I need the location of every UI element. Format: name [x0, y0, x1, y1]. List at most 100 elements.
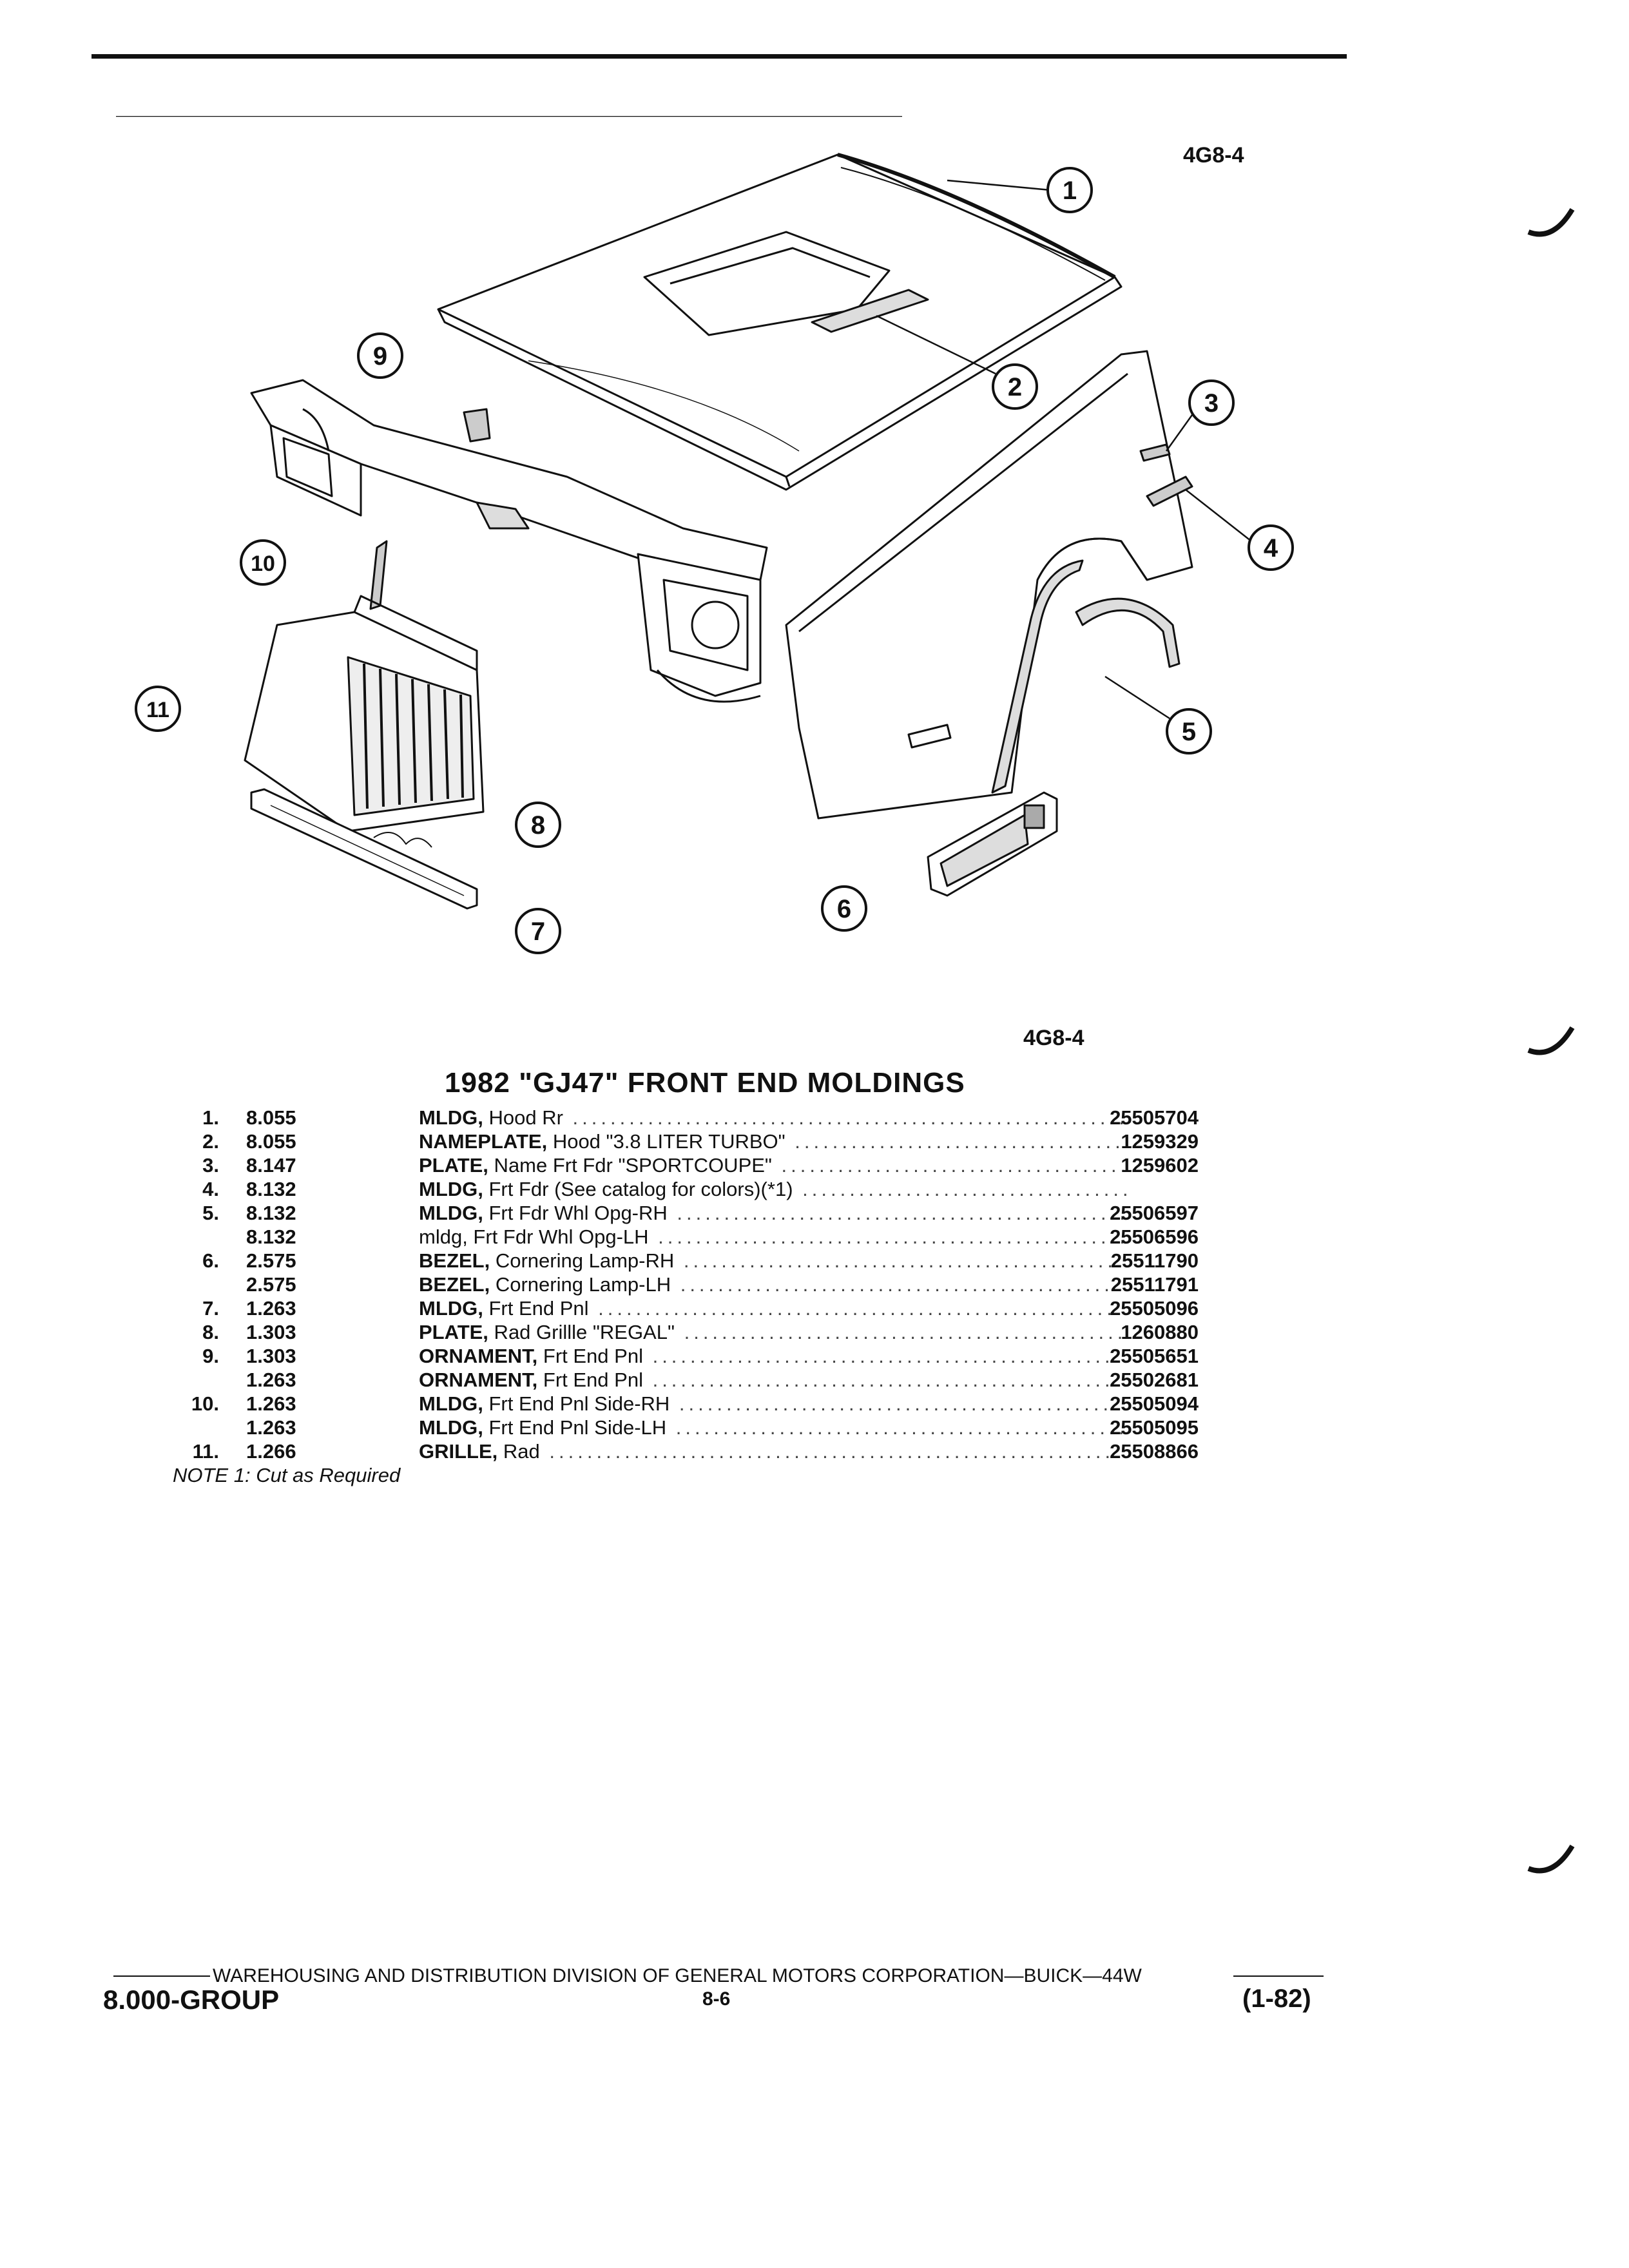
- part-description: MLDG, Frt End Pnl Side-RH ..............…: [419, 1392, 1128, 1416]
- svg-text:5: 5: [1182, 718, 1196, 746]
- svg-text:1: 1: [1063, 177, 1077, 205]
- part-description: MLDG, Frt End Pnl Side-LH ..............…: [419, 1416, 1128, 1439]
- part-detail: Hood Rr: [483, 1106, 563, 1129]
- part-detail: Rad Grillle "REGAL": [488, 1321, 675, 1343]
- group-number: 8.147: [246, 1154, 296, 1177]
- part-description: GRILLE, Rad ............................…: [419, 1439, 1128, 1463]
- page-title: 1982 "GJ47" FRONT END MOLDINGS: [445, 1067, 965, 1099]
- part-description: PLATE, Name Frt Fdr "SPORTCOUPE" .......…: [419, 1153, 1128, 1177]
- part-detail: Rad: [497, 1440, 540, 1463]
- part-detail: Name Frt Fdr "SPORTCOUPE": [488, 1154, 772, 1177]
- part-detail: Frt End Pnl: [537, 1369, 643, 1391]
- part-name: ORNAMENT,: [419, 1345, 538, 1367]
- callout-1: 1: [1046, 167, 1093, 213]
- part-detail: Cornering Lamp-RH: [490, 1249, 675, 1272]
- callout-10: 10: [240, 539, 286, 586]
- group-number: 1.263: [246, 1392, 296, 1415]
- parts-row: 6. 2.575 BEZEL, Cornering Lamp-RH ........…: [174, 1249, 1205, 1273]
- part-number: 25506596: [1110, 1225, 1199, 1248]
- footer-rule-right: [1233, 1975, 1324, 1977]
- footer-group: 8.000-GROUP: [103, 1984, 280, 2015]
- item-number: 8.: [202, 1321, 219, 1343]
- part-description: PLATE, Rad Grillle "REGAL" .............…: [419, 1320, 1128, 1344]
- dot-leader: ........................................…: [680, 1273, 1128, 1296]
- group-number: 2.575: [246, 1249, 296, 1272]
- dot-leader: ........................................…: [563, 1106, 1128, 1129]
- binder-mark-1: [1527, 207, 1575, 237]
- dot-leader: ........................................…: [679, 1392, 1128, 1415]
- grille-plate-drawing: [373, 832, 432, 848]
- part-detail: Frt End Pnl Side-LH: [483, 1416, 667, 1439]
- item-number: 1.: [202, 1106, 219, 1129]
- part-description: ORNAMENT, Frt End Pnl ..................…: [419, 1368, 1128, 1392]
- part-number: 1259602: [1121, 1154, 1199, 1177]
- callout-9: 9: [357, 332, 403, 379]
- part-detail: mldg, Frt Fdr Whl Opg-LH: [419, 1225, 649, 1248]
- part-number: 25506597: [1110, 1202, 1199, 1224]
- part-description: BEZEL, Cornering Lamp-LH ...............…: [419, 1273, 1128, 1296]
- parts-row: 8.132 mldg, Frt Fdr Whl Opg-LH ..........…: [174, 1225, 1205, 1249]
- part-description: BEZEL, Cornering Lamp-RH ...............…: [419, 1249, 1128, 1273]
- part-name: MLDG,: [419, 1106, 483, 1129]
- callout-4: 4: [1248, 524, 1294, 571]
- dot-leader: ........................................…: [684, 1321, 1128, 1343]
- footer-date: (1-82): [1242, 1984, 1311, 2013]
- dot-leader: ........................................…: [658, 1225, 1128, 1248]
- part-name: NAMEPLATE,: [419, 1130, 548, 1153]
- svg-text:6: 6: [837, 895, 851, 923]
- dot-leader: ........................................…: [802, 1178, 1128, 1200]
- front-end-illustration: 1200 x2="1275" y2="1180"/> 1 2 3 4 5 6 7…: [116, 116, 1294, 954]
- group-number: 1.266: [246, 1440, 296, 1463]
- dot-leader: ........................................…: [675, 1416, 1128, 1439]
- part-number: 25511791: [1110, 1273, 1199, 1296]
- part-detail: Frt Fdr Whl Opg-RH: [483, 1202, 668, 1224]
- part-detail: Frt End Pnl Side-RH: [483, 1392, 670, 1415]
- svg-text:7: 7: [531, 918, 545, 946]
- part-number: 1260880: [1121, 1321, 1199, 1343]
- part-description: MLDG, Frt Fdr (See catalog for colors)(*…: [419, 1177, 1128, 1201]
- part-name: BEZEL,: [419, 1273, 490, 1296]
- part-name: MLDG,: [419, 1392, 483, 1415]
- group-number: 1.303: [246, 1345, 296, 1367]
- figure-code-bottom: 4G8-4: [1023, 1026, 1084, 1050]
- parts-row: 1.263 ORNAMENT, Frt End Pnl .............…: [174, 1368, 1205, 1392]
- callout-3: 3: [1188, 380, 1235, 426]
- part-number: 25505704: [1110, 1106, 1199, 1129]
- part-number: 25502681: [1110, 1369, 1199, 1391]
- group-number: 1.263: [246, 1416, 296, 1439]
- item-number: 5.: [202, 1202, 219, 1224]
- part-description: mldg, Frt Fdr Whl Opg-LH ...............…: [419, 1225, 1128, 1249]
- top-rule: [92, 54, 1347, 59]
- group-number: 8.132: [246, 1202, 296, 1224]
- part-description: MLDG, Frt End Pnl ......................…: [419, 1296, 1128, 1320]
- footer-page-number: 8-6: [702, 1988, 731, 2010]
- part-number: 25508866: [1110, 1440, 1199, 1463]
- part-description: ORNAMENT, Frt End Pnl ..................…: [419, 1344, 1128, 1368]
- callout-7: 7: [515, 908, 561, 954]
- item-number: 6.: [202, 1249, 219, 1272]
- group-number: 1.263: [246, 1369, 296, 1391]
- part-name: PLATE,: [419, 1154, 488, 1177]
- part-detail: Hood "3.8 LITER TURBO": [547, 1130, 786, 1153]
- dot-leader: ........................................…: [588, 1297, 1128, 1320]
- item-number: 2.: [202, 1130, 219, 1153]
- part-number: 25511790: [1110, 1249, 1199, 1272]
- item-number: 3.: [202, 1154, 219, 1177]
- callout-11: 11: [135, 686, 181, 732]
- part-description: MLDG, Hood Rr ..........................…: [419, 1106, 1128, 1129]
- group-number: 8.055: [246, 1130, 296, 1153]
- item-number: 4.: [202, 1178, 219, 1200]
- dot-leader: ........................................…: [795, 1130, 1128, 1153]
- group-number: 8.132: [246, 1225, 296, 1248]
- part-number: 25505094: [1110, 1392, 1199, 1415]
- item-number: 7.: [202, 1297, 219, 1320]
- part-description: NAMEPLATE, Hood "3.8 LITER TURBO" ......…: [419, 1129, 1128, 1153]
- svg-text:10: 10: [251, 552, 275, 576]
- part-name: MLDG,: [419, 1297, 483, 1320]
- group-number: 1.263: [246, 1297, 296, 1320]
